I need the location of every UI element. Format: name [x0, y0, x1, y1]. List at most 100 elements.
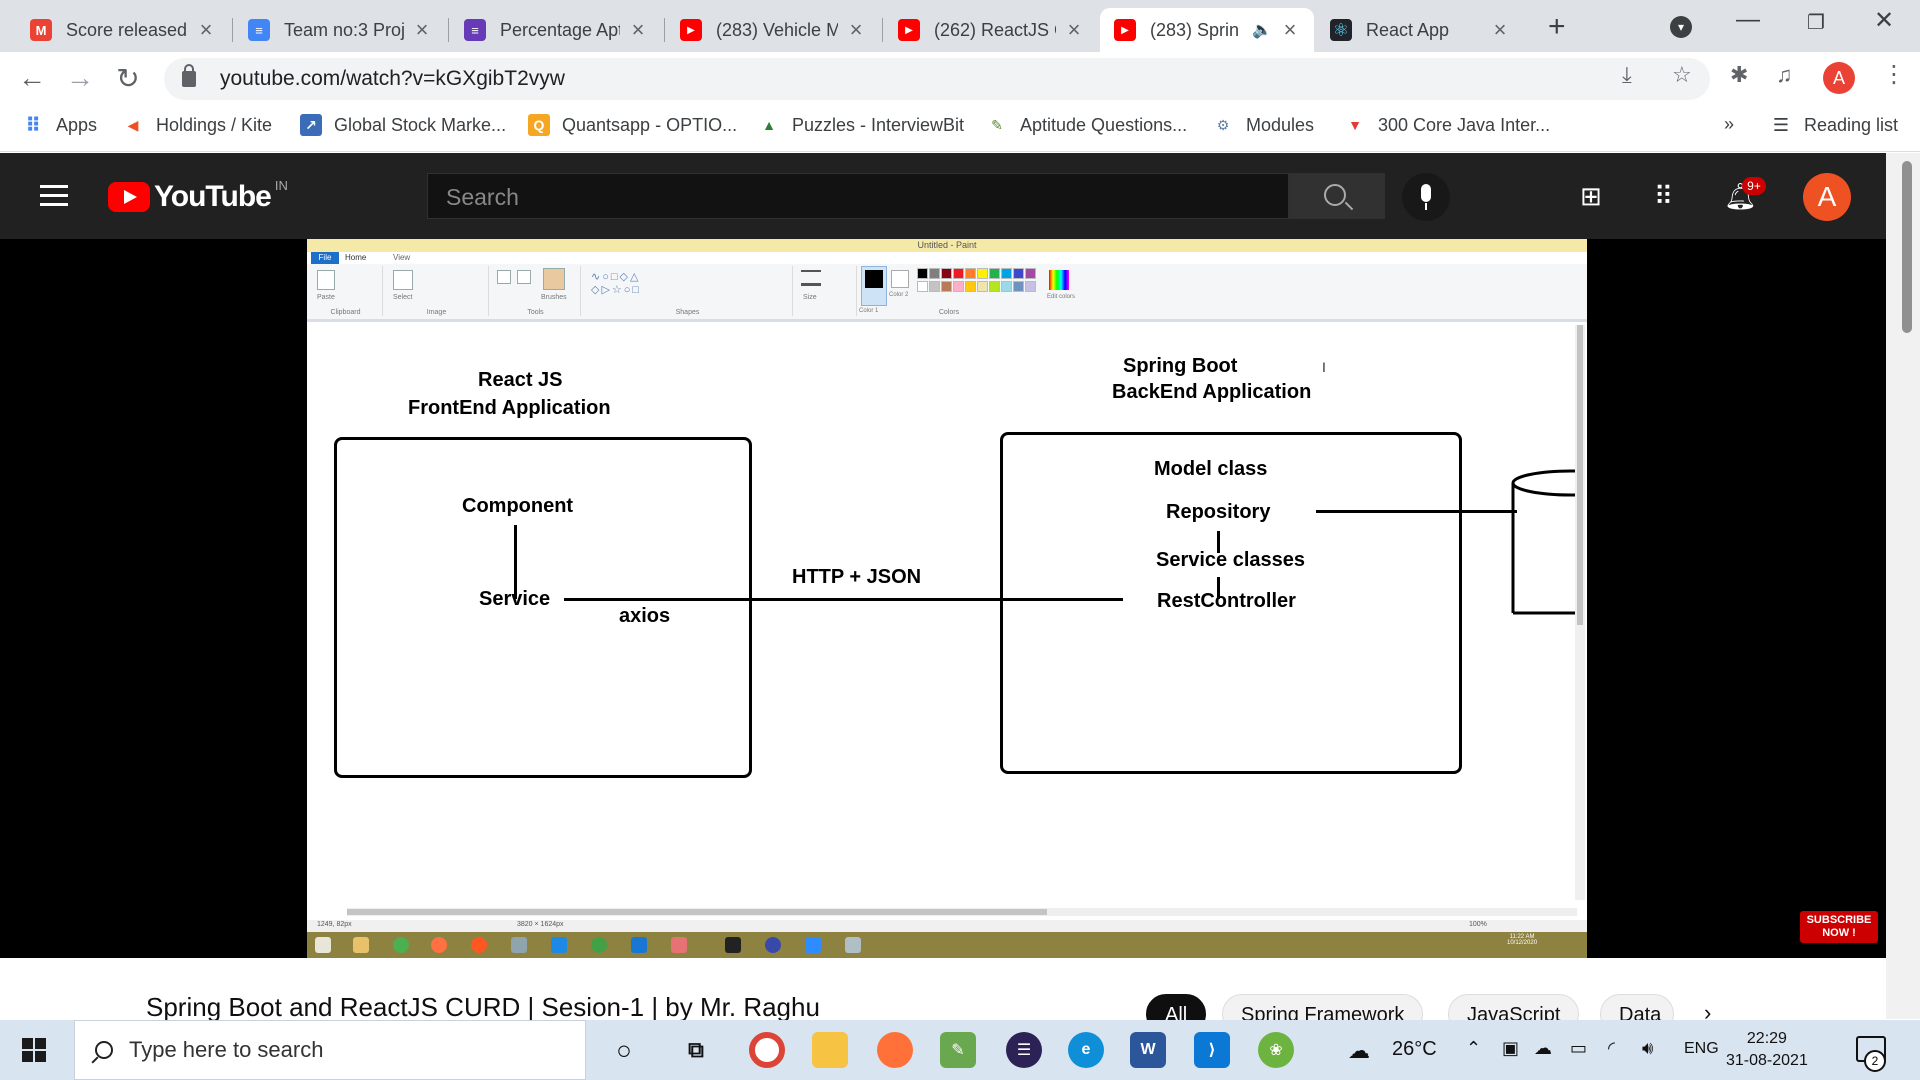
account-avatar[interactable]: A	[1803, 173, 1851, 221]
battery-icon[interactable]: ▭	[1570, 1038, 1588, 1058]
windows-search-input[interactable]: Type here to search	[74, 1020, 586, 1080]
notepad-plus-icon[interactable]: ✎	[940, 1032, 976, 1068]
youtube-logo[interactable]: YouTube IN	[108, 178, 288, 214]
tab-title: React App	[1366, 19, 1450, 40]
cortana-icon[interactable]: ○	[616, 1034, 632, 1065]
bookmark-label: Apps	[56, 114, 98, 135]
bookmark-quantsapp[interactable]: Q Quantsapp - OPTIO...	[528, 114, 737, 136]
bookmark-kite[interactable]: ◀ Holdings / Kite	[122, 114, 272, 136]
database-cylinder-icon	[1511, 469, 1577, 615]
spring-tool-suite-icon[interactable]: ❀	[1258, 1032, 1294, 1068]
tab-title: Score released:	[66, 19, 188, 40]
notification-badge: 9+	[1742, 177, 1766, 195]
onedrive-icon[interactable]: ☁	[1534, 1038, 1552, 1058]
bookmark-aptitude[interactable]: ✎ Aptitude Questions...	[986, 114, 1187, 136]
bookmark-star-icon[interactable]: ☆	[1672, 62, 1692, 87]
search-button[interactable]	[1289, 173, 1385, 219]
media-control-icon[interactable]: ♫	[1776, 62, 1793, 87]
bookmark-label: Aptitude Questions...	[1020, 114, 1188, 135]
language-indicator[interactable]: ENG	[1684, 1040, 1719, 1057]
bookmark-apps[interactable]: ⠿ Apps	[22, 114, 98, 137]
tab-close-icon[interactable]: ×	[1283, 17, 1297, 42]
brushes-label: Brushes	[541, 294, 567, 301]
rest-controller-label: RestController	[1157, 590, 1296, 612]
task-view-icon[interactable]: ⧉	[688, 1037, 704, 1062]
bookmark-modules[interactable]: ⚙ Modules	[1212, 114, 1314, 136]
inner-chrome-icon	[393, 937, 409, 953]
repository-service-connector	[1217, 531, 1220, 553]
minimize-icon[interactable]: —	[1736, 6, 1760, 33]
weather-temperature[interactable]: 26°C	[1392, 1038, 1437, 1060]
palette-swatch	[917, 268, 928, 279]
bookmarks-overflow[interactable]: »	[1724, 114, 1735, 134]
audio-playing-icon[interactable]: 🔈	[1252, 22, 1272, 39]
close-window-icon[interactable]: ✕	[1873, 7, 1895, 34]
tab-close-icon[interactable]: ×	[1067, 17, 1081, 42]
forward-icon[interactable]: →	[66, 62, 94, 93]
edge-icon[interactable]: e	[1068, 1032, 1104, 1068]
create-video-icon[interactable]: ⊞	[1580, 181, 1602, 211]
word-icon[interactable]: W	[1130, 1032, 1166, 1068]
http-json-connector	[564, 598, 1123, 601]
bookmark-interviewbit[interactable]: ▲ Puzzles - InterviewBit	[758, 114, 964, 136]
search-input[interactable]: Search	[427, 173, 1289, 219]
apps-icon[interactable]: ⠿	[1654, 181, 1674, 211]
url-text[interactable]: youtube.com/watch?v=kGXgibT2vyw	[220, 67, 565, 90]
tab-search-icon[interactable]: ▾	[1670, 16, 1692, 38]
text-tool-icon	[517, 270, 531, 284]
tab-vehicle-video[interactable]: ▶ (283) Vehicle M ×	[666, 8, 880, 52]
bookmark-core-java[interactable]: ▼ 300 Core Java Inter...	[1344, 114, 1550, 136]
reload-icon[interactable]: ↻	[116, 63, 140, 94]
tab-title: Percentage Apt	[500, 19, 620, 40]
paint-horizontal-scrollbar	[347, 908, 1577, 916]
tab-close-icon[interactable]: ×	[631, 17, 645, 42]
tab-spring-video-active[interactable]: ▶ (283) Sprin 🔈 ×	[1100, 8, 1314, 52]
address-bar[interactable]: youtube.com/watch?v=kGXgibT2vyw	[164, 58, 1710, 100]
edit-colors-label: Edit colors	[1047, 294, 1076, 300]
chrome-menu-icon[interactable]: ⋮	[1882, 61, 1906, 88]
back-icon[interactable]: ←	[18, 62, 46, 93]
tab-team-project[interactable]: ≡ Team no:3 Proj ×	[234, 8, 446, 52]
install-app-icon[interactable]: ⤓	[1622, 62, 1632, 87]
tab-percentage-apt[interactable]: ≡ Percentage Apt ×	[450, 8, 662, 52]
reading-list[interactable]: ☰ Reading list	[1770, 114, 1898, 136]
eclipse-icon[interactable]: ☰	[1006, 1032, 1042, 1068]
extensions-icon[interactable]: ✱	[1730, 62, 1749, 87]
chart-icon: ↗	[300, 114, 322, 136]
tab-close-icon[interactable]: ×	[849, 17, 863, 42]
voice-search-icon[interactable]	[1402, 173, 1450, 221]
inner-intellij-icon	[725, 937, 741, 953]
interviewbit-icon: ▲	[762, 117, 776, 133]
service-controller-connector	[1217, 577, 1220, 599]
tab-react-app[interactable]: ⚛ React App ×	[1316, 8, 1524, 52]
lock-icon[interactable]	[182, 64, 196, 87]
tab-close-icon[interactable]: ×	[1493, 17, 1507, 42]
tab-close-icon[interactable]: ×	[199, 17, 213, 42]
canvas-size: 3820 × 1624px	[517, 921, 564, 928]
wifi-icon[interactable]: ◜	[1608, 1038, 1615, 1058]
tray-app-icon[interactable]: ▣	[1502, 1038, 1520, 1058]
weather-icon[interactable]: ☁	[1348, 1038, 1370, 1063]
profile-avatar[interactable]: A	[1823, 62, 1855, 94]
firefox-icon[interactable]	[877, 1032, 913, 1068]
group-label: Shapes	[675, 309, 700, 316]
chrome-icon[interactable]	[749, 1032, 785, 1068]
chips-next-icon[interactable]: ›	[1704, 1000, 1712, 1025]
tab-reactjs-video[interactable]: ▶ (262) ReactJS C ×	[884, 8, 1098, 52]
bookmark-global-stock[interactable]: ↗ Global Stock Marke...	[300, 114, 506, 136]
page-scrollbar[interactable]	[1886, 153, 1920, 1019]
quantsapp-icon: Q	[528, 114, 550, 136]
file-explorer-icon[interactable]	[812, 1032, 848, 1068]
system-clock[interactable]: 22:29 31-08-2021	[1726, 1028, 1808, 1072]
tab-close-icon[interactable]: ×	[415, 17, 429, 42]
menu-icon[interactable]	[40, 185, 68, 212]
windows-start-icon[interactable]	[22, 1038, 46, 1062]
new-tab-icon[interactable]: +	[1548, 10, 1566, 43]
volume-icon[interactable]: 🔊︎	[1642, 1038, 1654, 1058]
vscode-icon[interactable]: ⟩	[1194, 1032, 1230, 1068]
tray-overflow-icon[interactable]: ⌃	[1466, 1038, 1482, 1058]
service-label: Service	[479, 588, 551, 610]
tab-gmail[interactable]: M Score released: ×	[16, 8, 230, 52]
bookmark-label: Global Stock Marke...	[334, 114, 507, 135]
restore-icon[interactable]: ❐	[1807, 12, 1825, 34]
